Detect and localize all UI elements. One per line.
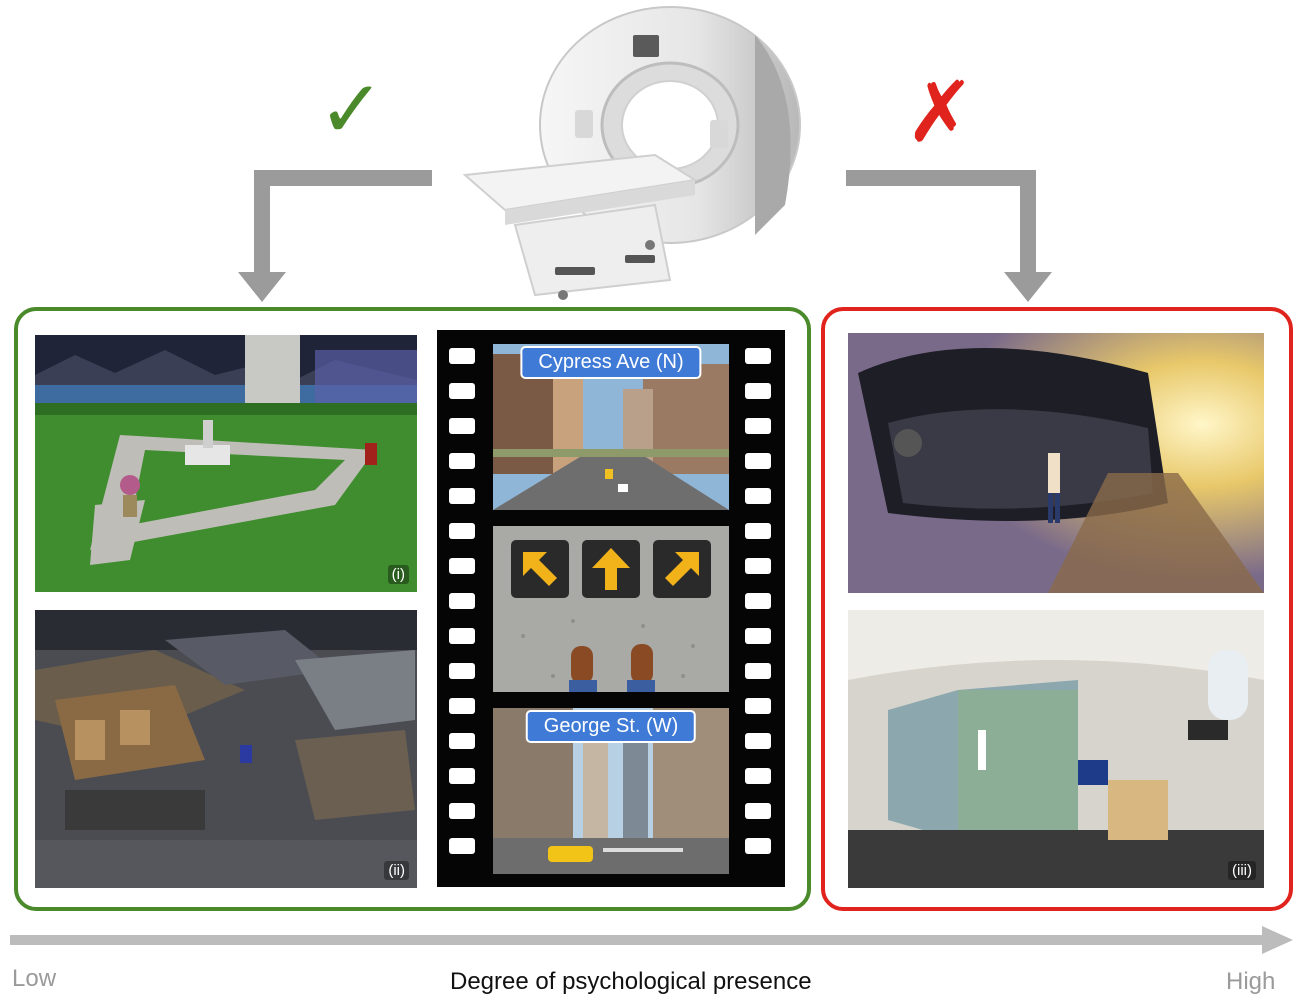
axis-low-label: Low <box>12 965 57 992</box>
film-hole <box>745 733 771 749</box>
film-frame-street-west: George St. (W) <box>493 708 729 874</box>
film-hole <box>449 383 475 399</box>
film-hole <box>449 593 475 609</box>
film-frame-street-north: Cypress Ave (N) <box>493 344 729 510</box>
film-hole <box>449 488 475 504</box>
arrow-down-left <box>238 170 432 302</box>
film-hole <box>745 558 771 574</box>
vr-headset-image <box>848 333 1264 593</box>
film-hole <box>449 768 475 784</box>
film-hole <box>745 383 771 399</box>
film-hole <box>745 768 771 784</box>
film-hole <box>745 453 771 469</box>
cross-icon: ✗ <box>905 63 976 161</box>
film-hole <box>745 838 771 854</box>
film-hole <box>449 803 475 819</box>
label-iii: (iii) <box>1228 861 1256 880</box>
right-panel <box>821 307 1293 911</box>
film-hole <box>449 418 475 434</box>
left-panel <box>14 307 811 911</box>
film-hole <box>449 838 475 854</box>
axis-title: Degree of psychological presence <box>450 968 812 995</box>
checkmark-icon: ✓ <box>318 63 386 156</box>
street-sign-north: Cypress Ave (N) <box>520 346 702 379</box>
film-hole <box>449 733 475 749</box>
label-i: (i) <box>387 565 409 584</box>
film-frame-direction-choice <box>493 526 729 692</box>
film-strip: Cypress Ave (N) <box>437 330 785 887</box>
film-hole <box>449 663 475 679</box>
mri-scanner-image <box>455 5 825 305</box>
film-hole <box>449 698 475 714</box>
label-ii: (ii) <box>384 861 409 880</box>
film-hole <box>745 523 771 539</box>
arrow-up-icon <box>582 540 640 598</box>
presence-axis-arrow <box>10 926 1293 954</box>
film-hole <box>449 523 475 539</box>
film-hole <box>745 803 771 819</box>
film-hole <box>745 488 771 504</box>
film-hole <box>745 698 771 714</box>
film-hole <box>745 418 771 434</box>
film-hole <box>449 453 475 469</box>
virtual-park-image: (i) <box>35 335 417 592</box>
film-hole <box>745 593 771 609</box>
arrow-up-right-icon <box>653 540 711 598</box>
film-hole <box>449 348 475 364</box>
film-hole <box>449 628 475 644</box>
arrow-down-right <box>846 170 1052 302</box>
film-hole <box>745 348 771 364</box>
immersive-room-image: (iii) <box>848 610 1264 888</box>
film-hole <box>449 558 475 574</box>
street-sign-west: George St. (W) <box>525 710 697 743</box>
film-hole <box>745 628 771 644</box>
axis-high-label: High <box>1226 968 1276 995</box>
virtual-city-image: (ii) <box>35 610 417 888</box>
arrow-up-left-icon <box>511 540 569 598</box>
film-hole <box>745 663 771 679</box>
